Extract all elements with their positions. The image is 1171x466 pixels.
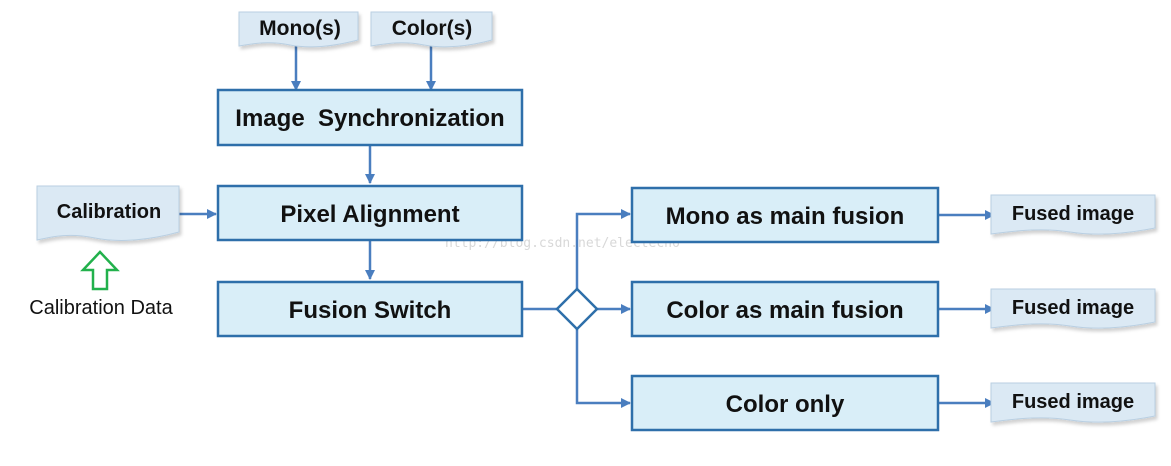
mode-color-main: Color as main fusion bbox=[630, 280, 940, 338]
arrow-decision-to-color-only bbox=[575, 329, 631, 408]
connectors bbox=[158, 46, 995, 408]
mono-input-label: Mono(s) bbox=[259, 17, 341, 40]
output-2-shape bbox=[990, 288, 1156, 329]
output-2: Fused image bbox=[990, 288, 1156, 329]
output-3-shape bbox=[990, 382, 1156, 423]
process-switch: Fusion Switch bbox=[216, 280, 524, 338]
align-label: Pixel Alignment bbox=[280, 201, 459, 228]
mono-input-shape bbox=[238, 11, 359, 48]
switch-box bbox=[216, 280, 524, 338]
mode-mono-main: Mono as main fusion bbox=[630, 186, 940, 244]
output-3: Fused image bbox=[990, 382, 1156, 423]
output-1-shape bbox=[990, 194, 1156, 235]
align-box bbox=[216, 184, 524, 242]
input-mono: Mono(s) bbox=[238, 11, 359, 48]
calibration-data-arrow-icon bbox=[80, 250, 120, 291]
sync-label: Image Synchronization bbox=[235, 105, 504, 132]
mode-color-only: Color only bbox=[630, 374, 940, 432]
switch-label: Fusion Switch bbox=[289, 297, 452, 324]
sync-box bbox=[216, 88, 524, 147]
color-main-label: Color as main fusion bbox=[666, 297, 903, 324]
output-1-label: Fused image bbox=[1012, 203, 1134, 225]
calibration-input-label: Calibration bbox=[57, 201, 161, 223]
calibration-data-label: Calibration Data bbox=[29, 297, 173, 319]
color-input-label: Color(s) bbox=[392, 17, 473, 40]
input-color: Color(s) bbox=[370, 11, 493, 48]
color-only-box bbox=[630, 374, 940, 432]
arrow-decision-to-mono-main bbox=[575, 209, 631, 289]
color-only-label: Color only bbox=[726, 391, 845, 418]
input-calibration: Calibration bbox=[36, 185, 180, 241]
output-1: Fused image bbox=[990, 194, 1156, 235]
mono-main-box bbox=[630, 186, 940, 244]
color-main-box bbox=[630, 280, 940, 338]
process-align: Pixel Alignment bbox=[216, 184, 524, 242]
calibration-input-shape bbox=[36, 185, 180, 241]
decision-diamond bbox=[555, 287, 599, 331]
process-sync: Image Synchronization bbox=[216, 88, 524, 147]
output-3-label: Fused image bbox=[1012, 391, 1134, 413]
mono-main-label: Mono as main fusion bbox=[666, 203, 905, 230]
color-input-shape bbox=[370, 11, 493, 48]
output-2-label: Fused image bbox=[1012, 297, 1134, 319]
